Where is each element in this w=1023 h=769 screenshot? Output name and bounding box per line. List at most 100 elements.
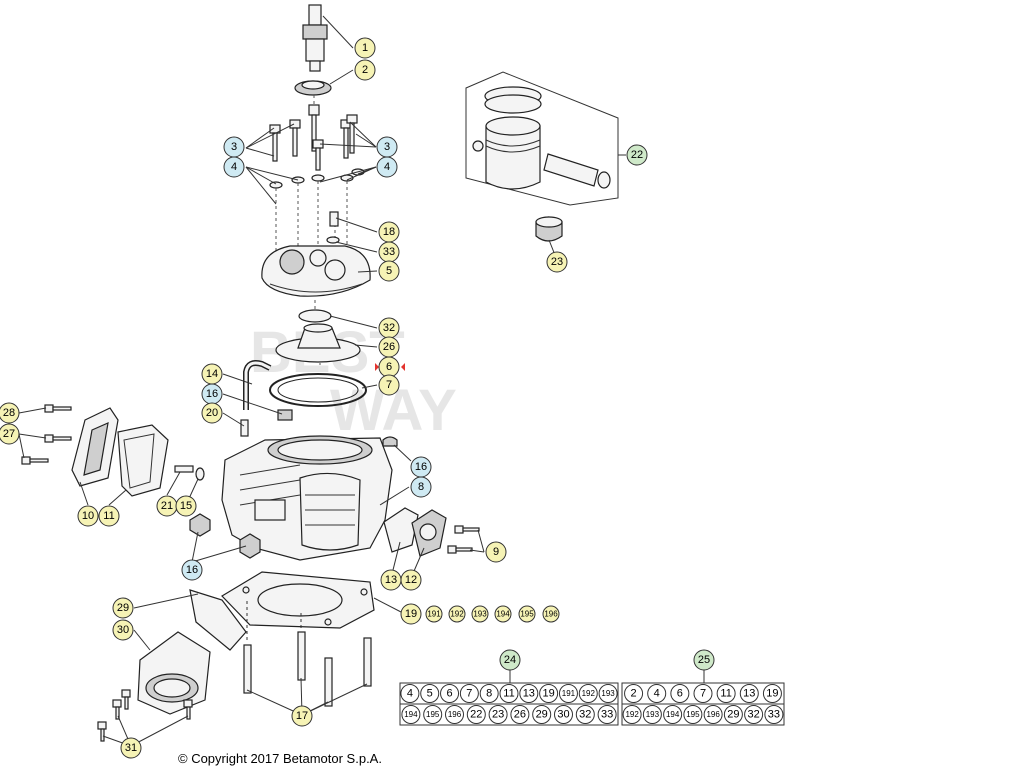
kit-item-32[interactable]: 32 [744,705,764,724]
callout-30[interactable]: 30 [112,619,134,641]
kit-item-191[interactable]: 191 [558,684,578,703]
kit-item-7[interactable]: 7 [693,684,713,703]
callout-196[interactable]: 196 [542,605,560,623]
callout-label: 6 [386,361,392,373]
callout-21[interactable]: 21 [156,495,178,517]
callout-3[interactable]: 3 [376,136,398,158]
kit-item-19[interactable]: 19 [762,684,782,703]
callout-33[interactable]: 33 [378,241,400,263]
leader-lines [18,15,626,747]
callout-3[interactable]: 3 [223,136,245,158]
kit-item-195[interactable]: 195 [683,705,703,724]
callout-14[interactable]: 14 [201,363,223,385]
callout-label: 31 [125,742,137,754]
callout-4[interactable]: 4 [376,156,398,178]
callout-11[interactable]: 11 [98,505,120,527]
kit-item-29[interactable]: 29 [532,705,552,724]
kit-item-circle [642,705,662,724]
kit-item-4[interactable]: 4 [647,684,667,703]
callout-20[interactable]: 20 [201,402,223,424]
kit-item-192[interactable]: 192 [578,684,598,703]
callout-22[interactable]: 22 [626,144,648,166]
kit-item-23[interactable]: 23 [488,705,508,724]
callout-label: 3 [384,141,390,153]
kit-item-22[interactable]: 22 [466,705,486,724]
kit-item-26[interactable]: 26 [510,705,530,724]
callout-16[interactable]: 16 [181,559,203,581]
callout-28[interactable]: 28 [0,402,20,424]
callout-194[interactable]: 194 [494,605,512,623]
kit-item-195[interactable]: 195 [423,705,443,724]
callout-29[interactable]: 29 [112,597,134,619]
kit-item-7[interactable]: 7 [459,684,479,703]
kit-item-192[interactable]: 192 [622,705,642,724]
kit-item-196[interactable]: 196 [703,705,723,724]
cylinder-part [221,435,393,561]
callout-26[interactable]: 26 [378,336,400,358]
callout-191[interactable]: 191 [425,605,443,623]
callout-17[interactable]: 17 [291,705,313,727]
kit-item-194[interactable]: 194 [663,705,683,724]
callout-6[interactable]: 6 [378,356,400,378]
kit-item-30[interactable]: 30 [554,705,573,724]
kit-item-193[interactable]: 193 [642,705,662,724]
callout-27[interactable]: 27 [0,423,20,445]
kit-item-11[interactable]: 11 [499,684,519,703]
kit-item-196[interactable]: 196 [445,705,464,724]
callout-7[interactable]: 7 [378,374,400,396]
callout-18[interactable]: 18 [378,221,400,243]
callout-circle [378,260,400,282]
callout-15[interactable]: 15 [175,495,197,517]
callout-25[interactable]: 25 [693,649,715,671]
callout-13[interactable]: 13 [380,569,402,591]
kit-item-33[interactable]: 33 [764,705,784,724]
callout-19[interactable]: 19 [400,603,422,625]
callout-32[interactable]: 32 [378,317,400,339]
callout-192[interactable]: 192 [448,605,466,623]
kit-item-8[interactable]: 8 [479,684,499,703]
kit-item-19[interactable]: 19 [539,684,559,703]
kit-item-circle [539,684,559,703]
callout-circle [98,505,120,527]
callout-12[interactable]: 12 [400,569,422,591]
kit-item-label: 193 [601,689,615,698]
kit-item-2[interactable]: 2 [624,684,644,703]
kit-item-13[interactable]: 13 [519,684,539,703]
callout-31[interactable]: 31 [120,737,142,759]
kit-item-5[interactable]: 5 [420,684,440,703]
kit-item-circle [510,705,530,724]
callout-1[interactable]: 1 [354,37,376,59]
callout-10[interactable]: 10 [77,505,99,527]
kit-item-33[interactable]: 33 [597,705,617,724]
kit-item-11[interactable]: 11 [716,684,736,703]
kit-item-194[interactable]: 194 [401,705,421,724]
kit-item-4[interactable]: 4 [400,684,420,703]
kit-item-13[interactable]: 13 [739,684,759,703]
callout-16[interactable]: 16 [201,383,223,405]
kit-item-circle [723,705,743,724]
kit-item-circle [401,705,421,724]
callout-label: 4 [384,161,390,173]
kit-item-label: 5 [427,688,433,700]
callout-circle [400,603,422,625]
callout-5[interactable]: 5 [378,260,400,282]
kit-item-label: 23 [492,709,504,721]
callout-193[interactable]: 193 [471,605,489,623]
kit-item-6[interactable]: 6 [670,684,690,703]
callout-23[interactable]: 23 [546,251,568,273]
callout-2[interactable]: 2 [354,59,376,81]
kit-item-6[interactable]: 6 [440,684,460,703]
kit-item-29[interactable]: 29 [723,705,743,724]
callout-24[interactable]: 24 [499,649,521,671]
kit-item-193[interactable]: 193 [598,684,618,703]
callout-16[interactable]: 16 [410,456,432,478]
kit-item-32[interactable]: 32 [575,705,595,724]
callout-4[interactable]: 4 [223,156,245,178]
callout-label: 29 [117,602,129,614]
callout-8[interactable]: 8 [410,476,432,498]
callout-195[interactable]: 195 [518,605,536,623]
kit-item-circle [466,705,486,724]
kit-item-circle [558,684,578,703]
callout-9[interactable]: 9 [485,541,507,563]
callout-label: 33 [383,246,395,258]
